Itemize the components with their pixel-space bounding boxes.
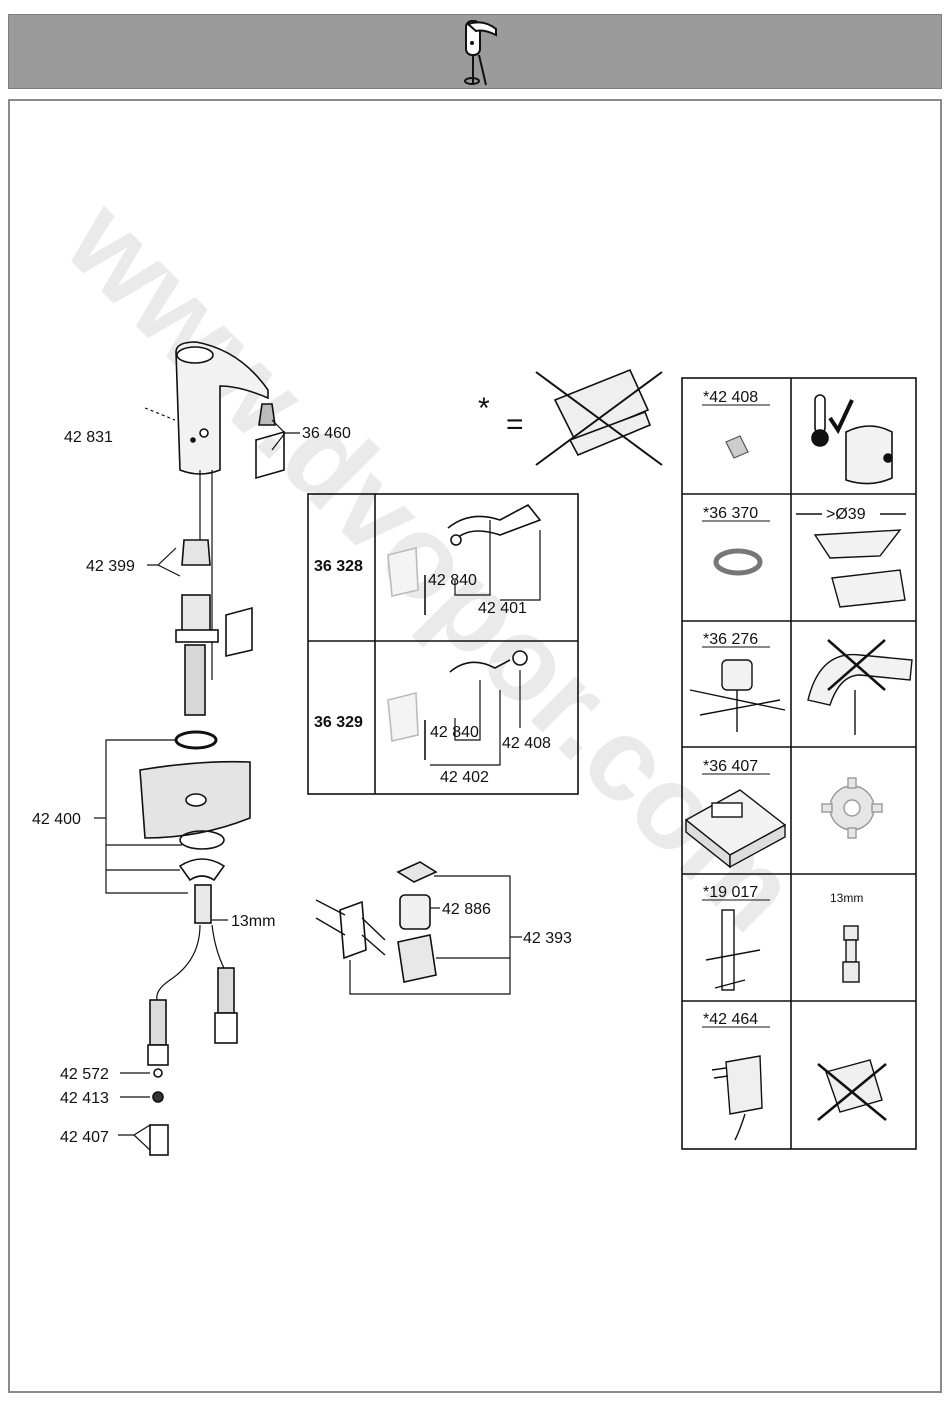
variant-36328-part-a: 42 840: [428, 572, 477, 589]
part-42413-label: 42 413: [60, 1090, 109, 1107]
accessory-code-19017: *19 017: [703, 884, 758, 901]
equals-symbol: =: [506, 408, 524, 441]
basin-hole-icon: [796, 514, 906, 607]
variant-36329-part-c: 42 408: [502, 735, 551, 752]
asterisk-symbol: *: [478, 392, 490, 425]
power-adapter-icon: [712, 1056, 762, 1140]
part-42407-label: 42 407: [60, 1129, 109, 1146]
part-42400-label: 42 400: [32, 811, 81, 828]
knob-icon: [726, 436, 748, 458]
crossed-mixer-icon: [808, 640, 912, 735]
part-36460-label: 36 460: [302, 425, 351, 442]
fitting-icon: [843, 926, 859, 982]
part-42393-label: 42 393: [523, 930, 572, 947]
thermometer-check-icon: [812, 395, 892, 484]
gear-icon: [822, 778, 882, 838]
part-42886-label: 42 886: [442, 901, 491, 918]
crossed-grohe-box-icon: [536, 370, 662, 465]
accessory-code-36370: *36 370: [703, 505, 758, 522]
accessory-code-42408: *42 408: [703, 389, 758, 406]
part-42572-label: 42 572: [60, 1066, 109, 1083]
variant-model-36329: 36 329: [314, 714, 363, 731]
accessory-code-36276: *36 276: [703, 631, 758, 648]
accessory-code-36407: *36 407: [703, 758, 758, 775]
crossed-box-icon: [818, 1060, 886, 1120]
wrench-13mm-label: 13mm: [830, 891, 863, 905]
min-diameter-label: >Ø39: [826, 506, 866, 523]
part-42831-label: 42 831: [64, 429, 113, 446]
part-42399-label: 42 399: [86, 558, 135, 575]
accessory-code-42464: *42 464: [703, 1011, 758, 1028]
variant-model-36328: 36 328: [314, 558, 363, 575]
variant-36329-part-a: 42 840: [430, 724, 479, 741]
wrench-size-label: 13mm: [231, 913, 275, 930]
mounting-bolts-icon: [690, 660, 785, 732]
seal-ring-icon: [716, 551, 760, 573]
variant-36328-part-b: 42 401: [478, 600, 527, 617]
electronics-drawing: [316, 862, 522, 994]
variant-36329-part-b: 42 402: [440, 769, 489, 786]
